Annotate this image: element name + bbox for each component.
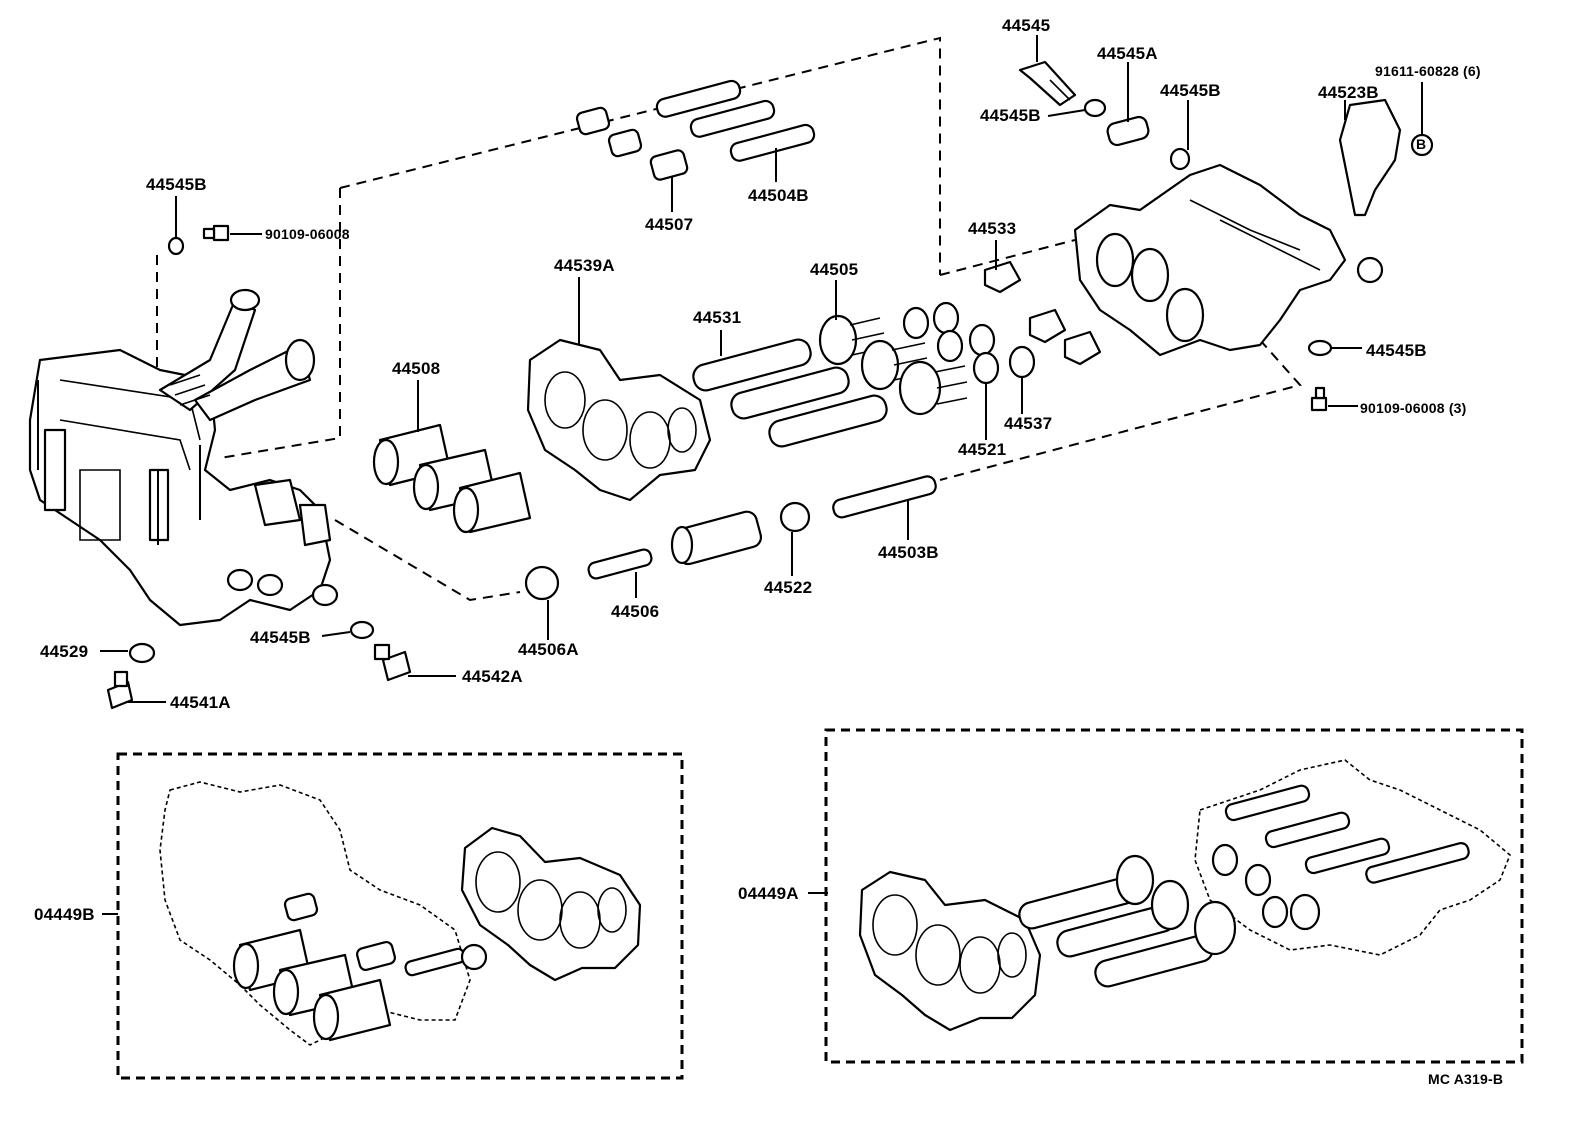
plugs-44507 (575, 106, 689, 181)
label-44529: 44529 (40, 642, 89, 661)
label-44545b-right-top: 44545B (1160, 81, 1221, 100)
label-44542a: 44542A (462, 667, 523, 686)
label-44545b-right: 44545B (1366, 341, 1427, 360)
label-44531: 44531 (693, 308, 742, 327)
washer-44545b-right (1307, 339, 1333, 357)
label-44541a: 44541A (170, 693, 231, 712)
diagram-reference-code: MC A319-B (1428, 1071, 1504, 1087)
washer-44529 (128, 642, 156, 664)
label-44523b: 44523B (1318, 83, 1379, 102)
label-91611-60828: 91611-60828 (6) (1375, 63, 1481, 79)
label-44545b-left: 44545B (146, 175, 207, 194)
bolt-44545 (1018, 60, 1077, 107)
seals-44537 (1008, 345, 1036, 379)
label-circle-b: B (1416, 136, 1427, 152)
label-44545a: 44545A (1097, 44, 1158, 63)
pin-44503b (832, 475, 937, 519)
label-44545b-top: 44545B (980, 106, 1041, 125)
label-44539a: 44539A (554, 256, 615, 275)
bolt-90109-right (1310, 386, 1328, 412)
kit-box-04449a (824, 728, 1524, 1064)
valve-body-right (1073, 163, 1384, 357)
label-04449a: 04449A (738, 884, 799, 903)
leader-lines (100, 35, 1423, 915)
label-90109-06008-left: 90109-06008 (265, 226, 350, 242)
label-44506: 44506 (611, 602, 660, 621)
snap-ring-44522 (779, 501, 811, 533)
bolt-circle-b (1410, 133, 1434, 157)
o-ring-44506a (524, 565, 560, 601)
label-04449b: 04449B (34, 905, 95, 924)
label-44503b: 44503B (878, 543, 939, 562)
label-44537: 44537 (1004, 414, 1053, 433)
label-44507: 44507 (645, 215, 694, 234)
washer-44545b-left (167, 236, 185, 256)
springs-44505 (818, 314, 968, 416)
bracket-44523b (1338, 98, 1402, 217)
sleeves-44508 (372, 423, 532, 534)
seals-44521 (902, 301, 1000, 385)
label-44545b-bottom: 44545B (250, 628, 311, 647)
union-44545a (1106, 115, 1150, 147)
label-90109-06008-right: 90109-06008 (3) (1360, 400, 1467, 416)
valve-body-left (28, 288, 339, 627)
plungers-44531 (692, 338, 888, 448)
assembly-outline (156, 36, 1302, 602)
label-44545-top: 44545 (1002, 16, 1051, 35)
label-44522: 44522 (764, 578, 813, 597)
bolt-44542a (373, 643, 412, 682)
label-44504b: 44504B (748, 186, 809, 205)
label-44506a: 44506A (518, 640, 579, 659)
plug-44506-body (670, 510, 763, 566)
washer-44545b-top (1083, 98, 1107, 118)
gasket-44539a (526, 338, 712, 502)
label-44533: 44533 (968, 219, 1017, 238)
washer-44545b-bottom (349, 620, 375, 640)
bolt-90109-left (202, 224, 230, 242)
kit-box-04449b (116, 752, 684, 1080)
washer-44545b-right-top (1169, 147, 1191, 171)
sleeves-44504b (655, 79, 816, 162)
label-44508: 44508 (392, 359, 441, 378)
plugs-44533 (983, 260, 1102, 366)
pin-44506 (587, 548, 653, 580)
label-44521: 44521 (958, 440, 1007, 459)
label-44505: 44505 (810, 260, 859, 279)
